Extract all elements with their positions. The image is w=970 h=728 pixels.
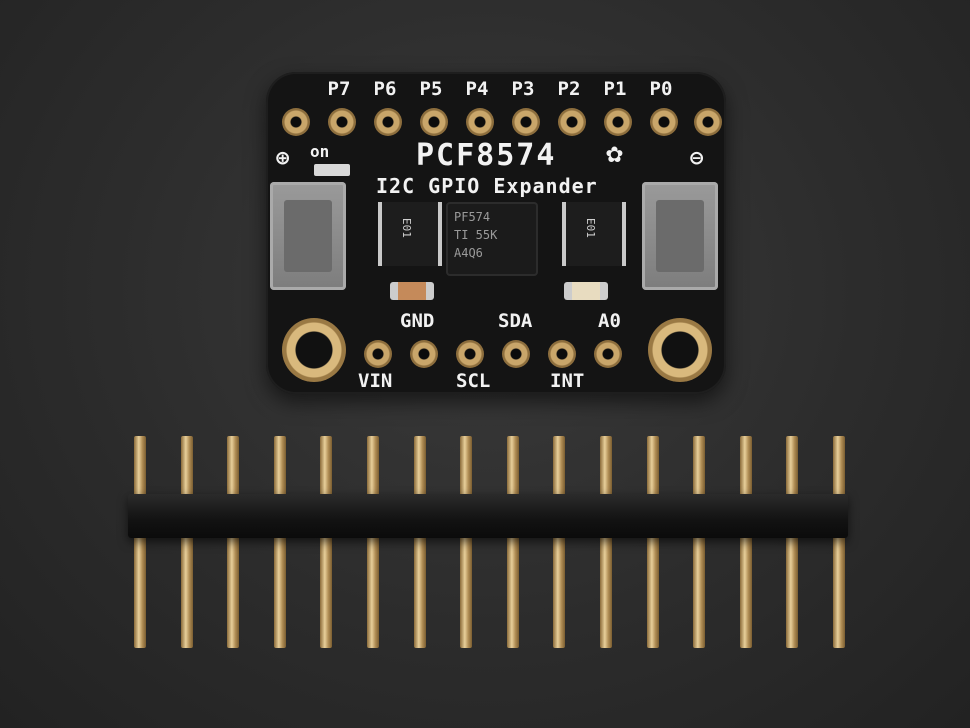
pin-label-p0: P0 bbox=[649, 78, 673, 100]
pad bbox=[410, 340, 438, 368]
board-subtitle: I2C GPIO Expander bbox=[376, 174, 598, 198]
header-pin bbox=[273, 436, 286, 648]
pad bbox=[374, 108, 402, 136]
pad bbox=[282, 108, 310, 136]
level-shifter-chip bbox=[562, 202, 626, 266]
pad bbox=[456, 340, 484, 368]
pcf8574-chip: PF574 TI 55K A4Q6 bbox=[446, 202, 538, 276]
male-pin-header bbox=[128, 436, 848, 648]
on-label: on bbox=[310, 142, 330, 161]
pad bbox=[502, 340, 530, 368]
header-pin bbox=[320, 436, 333, 648]
capacitor bbox=[564, 282, 608, 300]
stemma-qt-connector-right bbox=[642, 182, 718, 290]
pin-label-a0: A0 bbox=[598, 310, 621, 332]
header-pin bbox=[739, 436, 752, 648]
mounting-hole bbox=[282, 318, 346, 382]
pin-label-p3: P3 bbox=[511, 78, 535, 100]
pad bbox=[604, 108, 632, 136]
pin-label-p6: P6 bbox=[373, 78, 397, 100]
header-pin bbox=[460, 436, 473, 648]
star-icon: ✿ bbox=[606, 136, 623, 169]
pin-label-p4: P4 bbox=[465, 78, 489, 100]
header-pin bbox=[646, 436, 659, 648]
pin-label-gnd: GND bbox=[400, 310, 435, 332]
header-pin bbox=[786, 436, 799, 648]
header-pin bbox=[693, 436, 706, 648]
chip-marking: PF574 bbox=[454, 210, 491, 224]
header-pin bbox=[180, 436, 193, 648]
header-pin bbox=[506, 436, 519, 648]
pin-label-vin: VIN bbox=[358, 370, 393, 392]
pad bbox=[328, 108, 356, 136]
pin-label-p5: P5 bbox=[419, 78, 443, 100]
pad bbox=[466, 108, 494, 136]
chip-marking: TI 55K bbox=[454, 228, 498, 242]
pad bbox=[558, 108, 586, 136]
pad bbox=[694, 108, 722, 136]
board-title: PCF8574 bbox=[416, 138, 557, 173]
header-housing bbox=[128, 494, 848, 538]
pin-label-p1: P1 bbox=[603, 78, 627, 100]
power-led bbox=[314, 164, 350, 176]
chip-marking: A4Q6 bbox=[454, 246, 483, 260]
pad bbox=[364, 340, 392, 368]
header-pin bbox=[227, 436, 240, 648]
pcf8574-breakout-board: P7 P6 P5 P4 P3 P2 P1 P0 ⊕ on ⊖ ✿ PCF8574… bbox=[266, 72, 726, 394]
plus-icon: ⊕ bbox=[276, 146, 290, 171]
minus-icon: ⊖ bbox=[690, 146, 704, 171]
header-pin bbox=[134, 436, 146, 648]
header-pin bbox=[367, 436, 379, 648]
pad bbox=[594, 340, 622, 368]
pad bbox=[650, 108, 678, 136]
header-pin bbox=[600, 436, 612, 648]
stemma-qt-connector-left bbox=[270, 182, 346, 290]
pin-label-p7: P7 bbox=[327, 78, 351, 100]
header-pin bbox=[553, 436, 566, 648]
pad bbox=[512, 108, 540, 136]
pin-label-sda: SDA bbox=[498, 310, 533, 332]
pin-label-scl: SCL bbox=[456, 370, 491, 392]
capacitor bbox=[390, 282, 434, 300]
mounting-hole bbox=[648, 318, 712, 382]
pin-label-p2: P2 bbox=[557, 78, 581, 100]
level-shifter-chip bbox=[378, 202, 442, 266]
header-pin bbox=[413, 436, 426, 648]
pad bbox=[548, 340, 576, 368]
pin-label-int: INT bbox=[550, 370, 585, 392]
header-pin bbox=[833, 436, 845, 648]
pad bbox=[420, 108, 448, 136]
